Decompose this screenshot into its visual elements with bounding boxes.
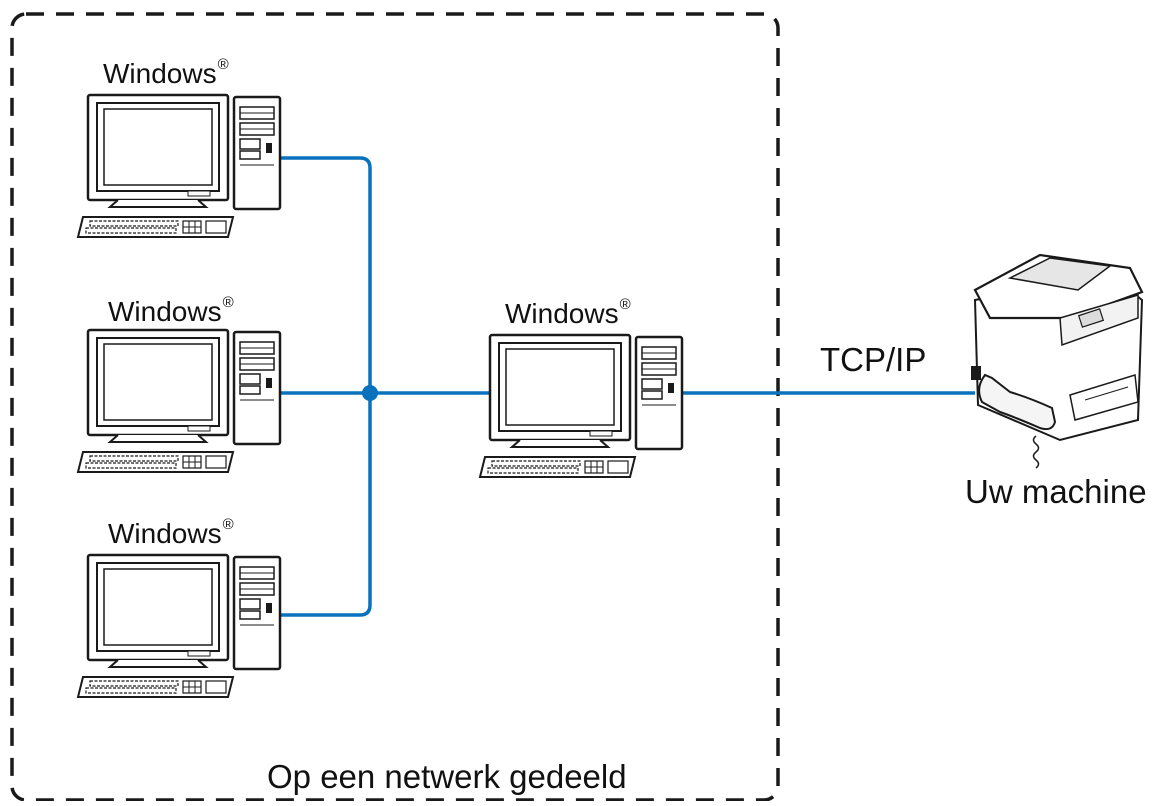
machine-label: Uw machine	[965, 473, 1147, 510]
client-os-label: Windows®	[103, 56, 229, 89]
client-computer-icon	[76, 553, 282, 699]
network-boundary	[10, 12, 780, 802]
protocol-label: TCP/IP	[820, 341, 927, 378]
client-bus-line	[277, 156, 372, 617]
client-computer-icon	[76, 328, 282, 474]
printer-fax-icon	[971, 253, 1144, 469]
server-os-label: Windows®	[505, 296, 631, 329]
network-junction	[362, 385, 378, 401]
network-label: Op een netwerk gedeeld	[267, 758, 627, 795]
client-os-label: Windows®	[108, 294, 234, 327]
server-computer-icon	[478, 333, 684, 479]
client-computer-icon	[76, 93, 282, 239]
client-os-label: Windows®	[108, 516, 234, 549]
